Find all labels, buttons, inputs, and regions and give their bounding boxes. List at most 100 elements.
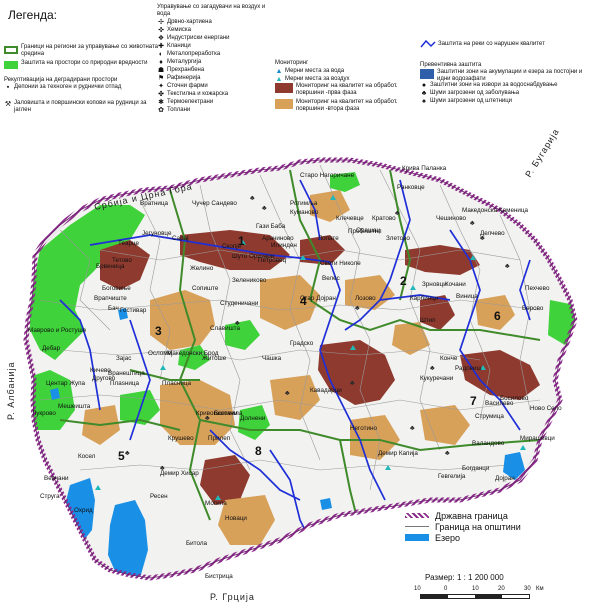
pollution-item: ◐Металопреработка bbox=[158, 50, 221, 58]
legend-item-protected: Заштита на простори со природни вредност… bbox=[4, 60, 159, 76]
place-label: Василево bbox=[485, 400, 514, 407]
place-label: Јегуновце bbox=[142, 230, 172, 237]
place-label: Радовиш bbox=[455, 365, 482, 372]
hatch-swatch bbox=[405, 513, 429, 518]
place-label: Сарај bbox=[172, 235, 189, 242]
svg-text:♣: ♣ bbox=[410, 425, 415, 432]
place-label: Македонска Каменица bbox=[462, 207, 529, 214]
svg-text:♣: ♣ bbox=[125, 450, 130, 457]
protected-area bbox=[238, 405, 270, 440]
region-number: 8 bbox=[255, 444, 262, 458]
svg-text:♣: ♣ bbox=[350, 380, 355, 387]
place-label: Шуто Оризари bbox=[232, 253, 275, 260]
place-label: Старо Нагоричане bbox=[300, 172, 355, 179]
legend-item-lake: Езеро bbox=[405, 532, 585, 543]
country-bulgaria: Р. Бугарија bbox=[523, 127, 561, 179]
place-label: Прилеп bbox=[208, 435, 230, 442]
lake-dojran bbox=[503, 452, 525, 480]
svg-text:♣: ♣ bbox=[205, 415, 210, 422]
place-label: Косел bbox=[78, 453, 96, 460]
pollution-item: ❖Индустриски енергани bbox=[157, 34, 230, 43]
legend-item-state-border: Државна граница bbox=[405, 510, 585, 521]
place-label: Кукуречани bbox=[420, 375, 454, 382]
legend-item-forest-disease: ♣ Шуми загрозени од заболувања bbox=[421, 89, 520, 97]
place-label: Неготино bbox=[350, 425, 377, 432]
pollution-legend: Управување со загадувачи на воздух и вод… bbox=[157, 4, 272, 114]
legend-item-monitor-2: Мониторинг на квалитет на обработ. површ… bbox=[275, 99, 415, 115]
place-label: Богомила bbox=[214, 410, 243, 417]
place-label: Зелениково bbox=[232, 277, 267, 284]
legend-item-forest-pests: ♠ Шуми загрозени од штетници bbox=[420, 97, 590, 105]
region-number: 7 bbox=[470, 394, 477, 408]
place-label: Сопиште bbox=[192, 285, 219, 292]
place-label: Кичево bbox=[90, 367, 111, 374]
place-label: Кочани bbox=[445, 281, 466, 288]
place-label: Мешеишта bbox=[58, 403, 91, 410]
bottom-legend: Државна граница Граница на општини Езеро bbox=[405, 510, 585, 543]
river-line-icon bbox=[420, 40, 436, 48]
protected-swatch bbox=[4, 61, 18, 69]
reservoir-swatch bbox=[420, 69, 434, 79]
place-label: Вевчани bbox=[44, 475, 69, 482]
place-label: Градско bbox=[290, 340, 314, 347]
place-label: Крива Паланка bbox=[402, 165, 447, 172]
svg-text:♣: ♣ bbox=[355, 305, 360, 312]
monitoring-phase2 bbox=[392, 322, 430, 355]
monitoring-phase1 bbox=[200, 455, 250, 505]
place-label: Зајас bbox=[116, 355, 131, 362]
monitoring-phase2 bbox=[270, 375, 320, 420]
tree-pest-icon: ♠ bbox=[422, 97, 426, 105]
pollution-icon: ☗ bbox=[157, 67, 165, 74]
place-label: Гази Баба bbox=[256, 222, 286, 230]
monitoring-phase1 bbox=[100, 240, 150, 290]
svg-text:♣: ♣ bbox=[480, 235, 485, 242]
place-label: Гостивар bbox=[120, 307, 147, 314]
place-label: Дебар bbox=[42, 344, 61, 352]
lake bbox=[118, 308, 128, 320]
pollution-item: ✢Дрвно-хартиена bbox=[158, 18, 212, 27]
svg-text:♣: ♣ bbox=[430, 365, 435, 372]
line-swatch bbox=[405, 526, 429, 527]
svg-text:♣: ♣ bbox=[285, 390, 290, 397]
brown-swatch bbox=[275, 83, 293, 93]
monitoring-phase2 bbox=[310, 190, 350, 222]
place-label: Демир Капија bbox=[378, 450, 418, 457]
place-label: Житоше bbox=[202, 355, 227, 362]
legend-title: Легенда: bbox=[8, 8, 57, 22]
place-label: Македонски Брод bbox=[167, 350, 219, 357]
svg-text:♣: ♣ bbox=[470, 220, 475, 227]
lake bbox=[50, 388, 60, 400]
place-label: Пехчево bbox=[525, 285, 550, 292]
place-label: Богданци bbox=[462, 465, 490, 472]
place-label: Скопје bbox=[222, 243, 242, 250]
forest-symbols: ♣♣♣♣ ♣♣♣♣ ♣♣♣♣ ♣♣♣♣ bbox=[125, 195, 510, 472]
monitoring-phase1 bbox=[318, 340, 395, 405]
pollution-icon: ✿ bbox=[158, 107, 164, 114]
region-number: 5 bbox=[118, 449, 125, 463]
legend-item-reservoirs: Заштитни зони на акумулации и езера за п… bbox=[420, 69, 590, 82]
svg-text:♣: ♣ bbox=[262, 205, 267, 212]
legend-item-rivers: Заштита на реки со нарушен квалитет bbox=[420, 40, 590, 48]
place-label: Славишта bbox=[210, 325, 240, 332]
pollution-item: ⚑Рафинерија bbox=[157, 74, 201, 83]
place-label: Свети Николе bbox=[320, 260, 361, 267]
triangle-icon: ▲ bbox=[275, 75, 283, 83]
place-label: Лукрово bbox=[32, 410, 56, 417]
place-label: Вранештица bbox=[108, 370, 145, 377]
place-label: Врапчиште bbox=[94, 295, 127, 302]
spring-icon: ● bbox=[421, 81, 427, 89]
place-label: Тетово bbox=[112, 257, 132, 264]
pollution-icon: ✢ bbox=[158, 19, 164, 26]
place-label: Мирашевци bbox=[520, 435, 555, 442]
place-label: Чешиново bbox=[436, 215, 467, 222]
place-label: Лопате bbox=[318, 235, 339, 242]
place-label: Охрид bbox=[74, 507, 93, 514]
place-label: Штип bbox=[420, 317, 436, 324]
lake bbox=[320, 498, 332, 510]
monitoring-phase2 bbox=[420, 405, 470, 445]
place-label: Злетово bbox=[386, 235, 410, 242]
legend-item-air-points: ▲ Мерни места за воздух bbox=[275, 75, 350, 83]
place-label: Вратница bbox=[140, 200, 169, 207]
country-albania: Р. Албанија bbox=[6, 361, 16, 420]
